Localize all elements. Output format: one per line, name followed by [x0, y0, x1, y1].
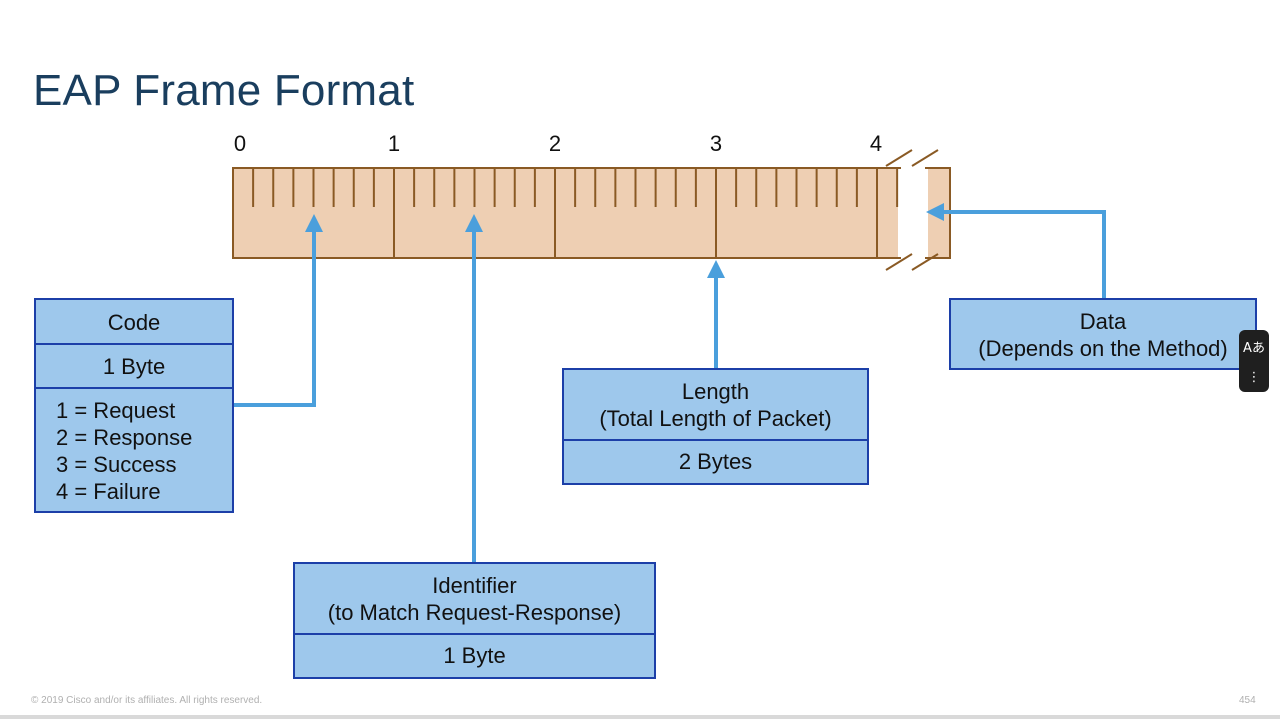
ruler-label-2: 2 [548, 131, 562, 156]
data-connector [940, 210, 1106, 298]
ruler-label-0: 0 [233, 131, 247, 156]
length-header: Length (Total Length of Packet) [564, 370, 867, 441]
length-box: Length (Total Length of Packet) 2 Bytes [562, 368, 869, 485]
identifier-header: Identifier (to Match Request-Response) [295, 564, 654, 635]
ruler-label-4: 4 [869, 131, 883, 156]
code-connector [234, 230, 316, 407]
floating-toolbar: Aあ ⋮ [1239, 330, 1269, 392]
data-arrowhead [926, 203, 944, 221]
bottom-divider [0, 715, 1280, 719]
break-mark [911, 253, 939, 271]
data-box: Data (Depends on the Method) [949, 298, 1257, 370]
identifier-size: 1 Byte [295, 635, 654, 677]
code-size: 1 Byte [36, 345, 232, 389]
code-header: Code [36, 300, 232, 345]
connectors [234, 210, 1106, 562]
ruler-label-1: 1 [387, 131, 401, 156]
identifier-arrowhead [465, 214, 483, 232]
data-header: Data (Depends on the Method) [951, 300, 1255, 368]
code-value-response: 2 = Response [56, 425, 193, 450]
length-size-label: 2 Bytes [678, 449, 753, 474]
more-vertical-icon[interactable]: ⋮ [1247, 370, 1261, 385]
break-mark [911, 149, 939, 167]
ruler-body [232, 167, 901, 259]
data-title: Data [1079, 309, 1127, 334]
page-number: 454 [1239, 695, 1256, 706]
ruler-label-3: 3 [709, 131, 723, 156]
code-box: Code 1 Byte 1 = Request 2 = Response 3 =… [34, 298, 234, 513]
page-title: EAP Frame Format [33, 66, 415, 115]
code-header-label: Code [107, 310, 161, 335]
code-arrowhead [305, 214, 323, 232]
identifier-title: Identifier [432, 573, 517, 598]
copyright-footer: © 2019 Cisco and/or its affiliates. All … [31, 695, 263, 706]
length-title: Length [681, 379, 750, 404]
length-size: 2 Bytes [564, 441, 867, 483]
code-value-request: 1 = Request [56, 398, 176, 423]
code-values: 1 = Request 2 = Response 3 = Success 4 =… [36, 389, 232, 511]
code-value-failure: 4 = Failure [56, 479, 161, 504]
data-subtitle: (Depends on the Method) [978, 336, 1228, 361]
identifier-size-label: 1 Byte [443, 643, 506, 668]
code-size-label: 1 Byte [102, 354, 166, 379]
ruler-break-gap [898, 169, 928, 257]
identifier-box: Identifier (to Match Request-Response) 1… [293, 562, 656, 679]
length-subtitle: (Total Length of Packet) [599, 406, 832, 431]
code-value-success: 3 = Success [56, 452, 177, 477]
break-mark [885, 253, 913, 271]
break-mark [885, 149, 913, 167]
byte-ruler [232, 149, 951, 271]
translate-icon[interactable]: Aあ [1243, 341, 1265, 356]
identifier-subtitle: (to Match Request-Response) [327, 600, 622, 625]
arrowheads [305, 203, 944, 278]
ruler-ticks [232, 168, 899, 258]
length-arrowhead [707, 260, 725, 278]
